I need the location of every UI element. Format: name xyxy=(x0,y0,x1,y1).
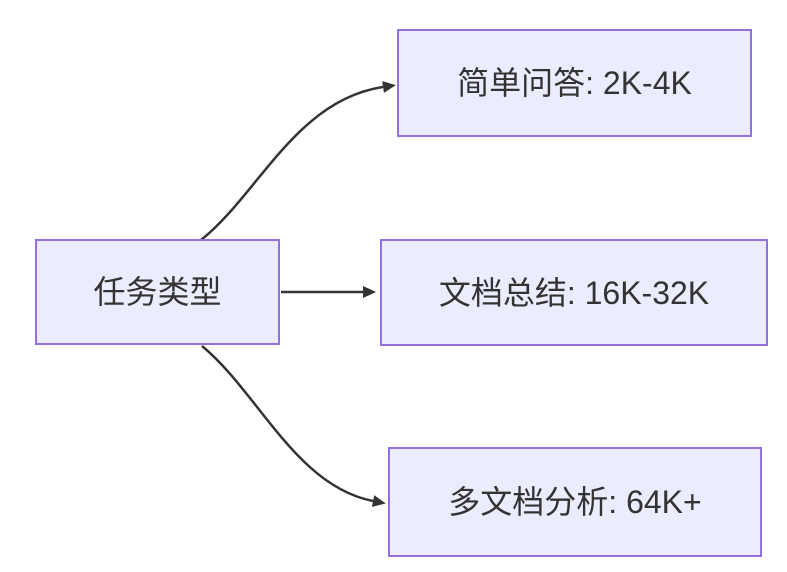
node-task-type-label: 任务类型 xyxy=(93,274,222,310)
node-doc-summary-label: 文档总结: 16K-32K xyxy=(438,274,710,311)
node-simple-qa: 简单问答: 2K-4K xyxy=(397,29,752,137)
edge-task-type-to-simple-qa xyxy=(200,81,396,241)
node-doc-summary: 文档总结: 16K-32K xyxy=(380,239,768,346)
node-multi-doc-analysis: 多文档分析: 64K+ xyxy=(388,447,762,557)
node-multi-doc-analysis-label: 多文档分析: 64K+ xyxy=(448,484,702,520)
node-task-type: 任务类型 xyxy=(35,239,280,345)
node-simple-qa-label: 简单问答: 2K-4K xyxy=(457,65,692,101)
edge-task-type-to-multi-doc-analysis xyxy=(201,345,386,507)
